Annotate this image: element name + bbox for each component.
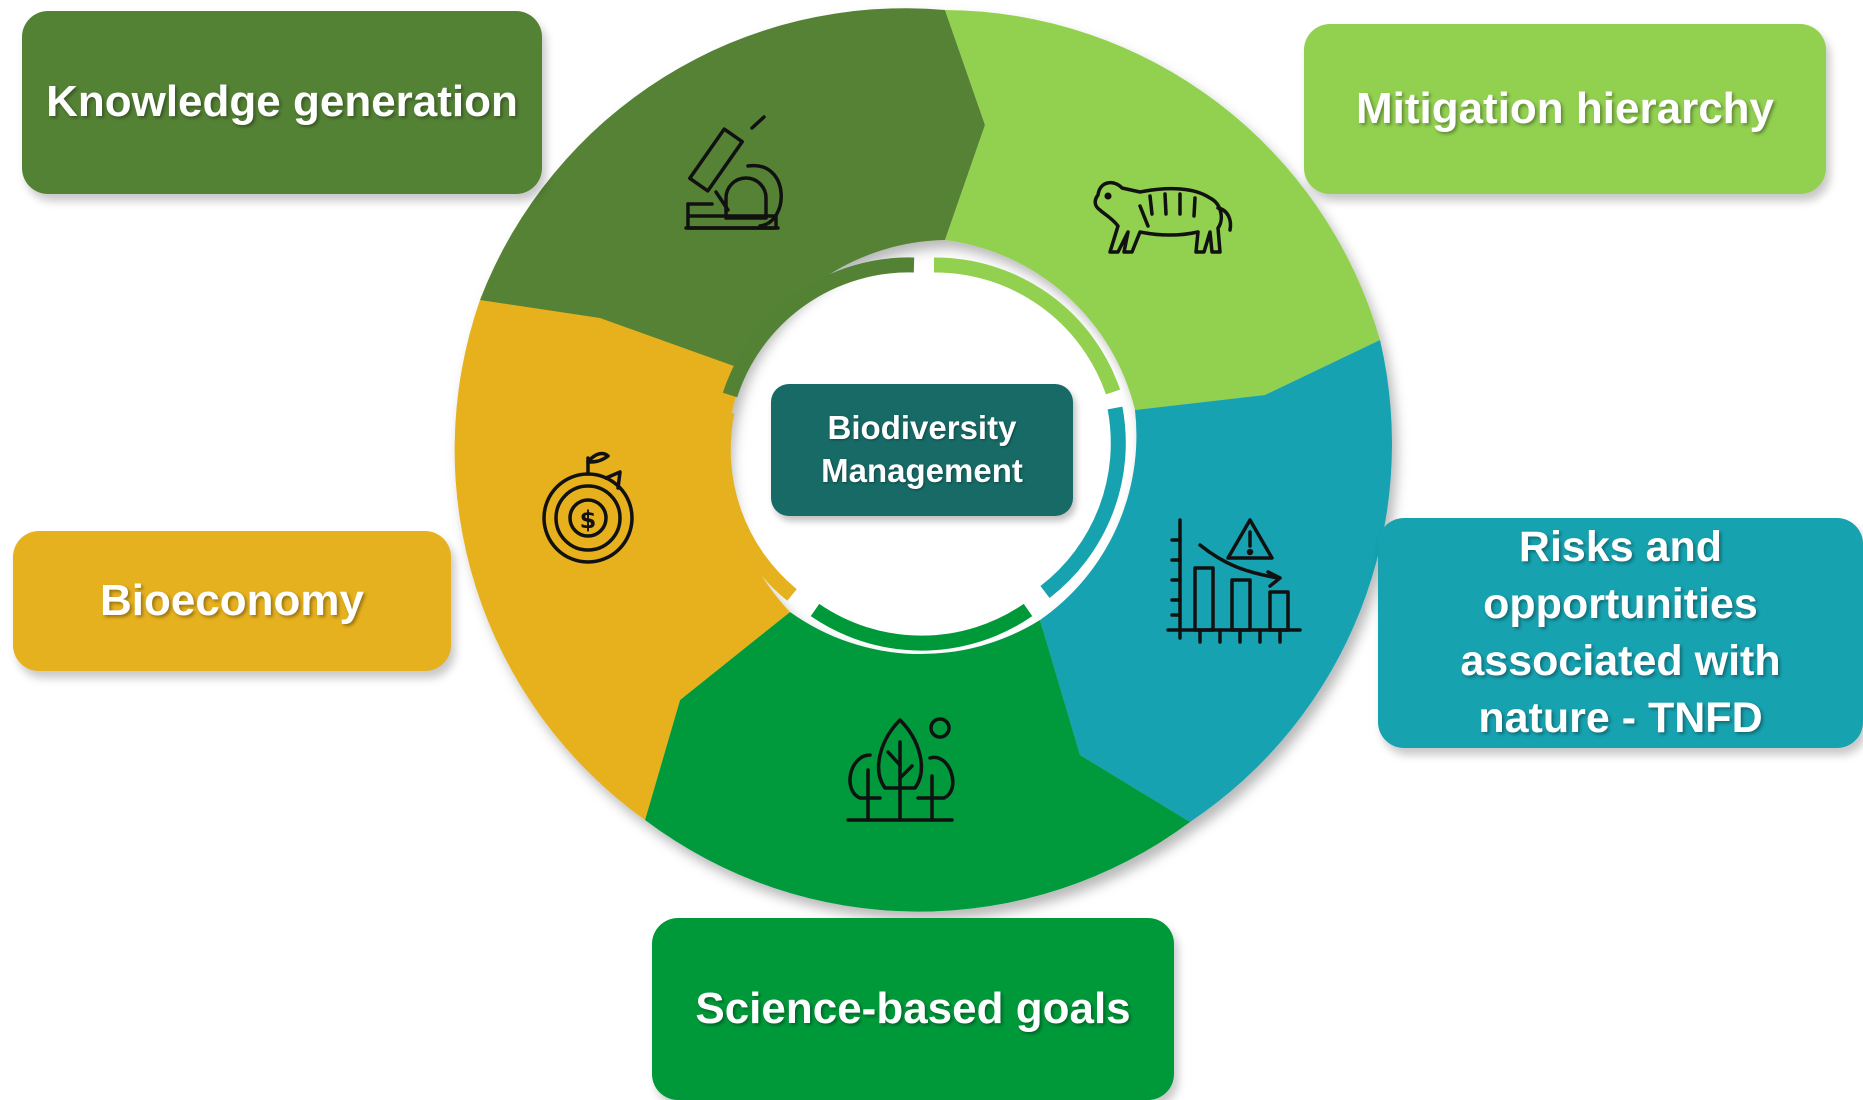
segment-bioeconomy	[454, 300, 790, 820]
segment-mitigation-hierarchy	[945, 10, 1380, 410]
label-text: Science-based goals	[695, 983, 1131, 1033]
microscope-icon	[684, 115, 783, 230]
label-risks-opportunities: Risks and opportunities associated with …	[1378, 518, 1863, 748]
label-text: Knowledge generation	[46, 77, 518, 127]
inner-arc-risks	[1040, 406, 1126, 598]
label-knowledge-generation: Knowledge generation	[22, 11, 542, 194]
label-text: Mitigation hierarchy	[1355, 83, 1775, 133]
center-title: Biodiversity Management	[821, 409, 1023, 489]
inner-arc-bioeconomy	[715, 410, 797, 601]
inner-arc-mitigation	[933, 257, 1121, 395]
tiger-icon	[1093, 180, 1233, 254]
label-text: Risks and opportunities associated with …	[1460, 522, 1781, 743]
inner-arc-knowledge	[722, 257, 915, 398]
label-mitigation-hierarchy: Mitigation hierarchy	[1304, 24, 1826, 194]
label-bioeconomy: Bioeconomy	[13, 531, 451, 671]
segment-science-based-goals	[645, 612, 1190, 912]
segment-knowledge-generation	[480, 8, 985, 371]
center-title-box: Biodiversity Management	[771, 384, 1073, 516]
label-text: Bioeconomy	[99, 575, 365, 625]
trees-icon	[846, 717, 955, 822]
inner-arc-science	[810, 603, 1033, 651]
svg-text:$: $	[580, 506, 597, 534]
money-growth-cycle-icon: $	[542, 451, 634, 564]
label-science-based-goals: Science-based goals	[652, 918, 1174, 1100]
declining-chart-warning-icon	[1166, 518, 1302, 644]
segment-risks-opportunities	[1040, 340, 1393, 822]
